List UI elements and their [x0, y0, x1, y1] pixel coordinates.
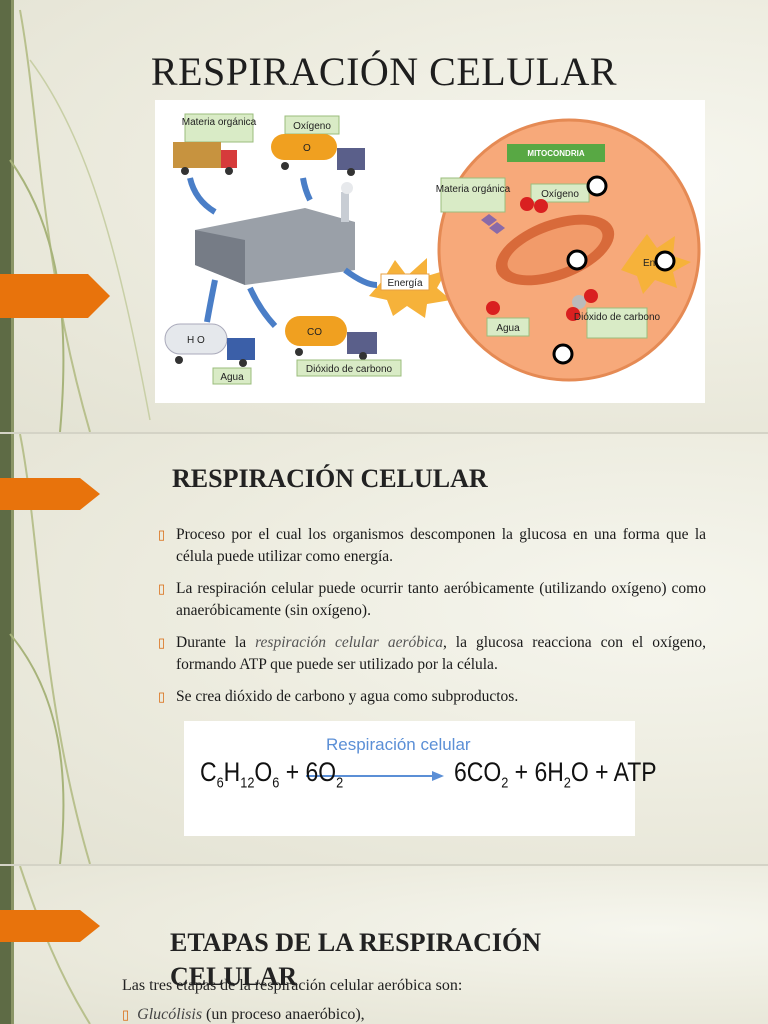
label-energia: Energía [387, 278, 422, 289]
label-oxigeno: Oxígeno [293, 121, 331, 132]
tanker-co2-icon: CO [285, 316, 377, 360]
leaf-decoration [19, 866, 91, 1024]
label-m-energia: Ene [643, 258, 661, 269]
tanker-oxygen-icon: O [271, 134, 365, 176]
side-rail [0, 866, 11, 1024]
svg-text:H O: H O [187, 335, 205, 346]
slide-title: RESPIRACIÓN CELULAR [150, 49, 618, 94]
svg-text:CO: CO [307, 327, 322, 338]
equation-label: Respiración celular [326, 735, 471, 754]
bullet-marker-icon: ▯ [122, 1007, 130, 1022]
tanker-water-icon: H O [164, 323, 255, 367]
label-m-dioxido: Dióxido de carbono [574, 312, 661, 323]
label-mitocondria: MITOCONDRIA [527, 149, 584, 158]
svg-text:O: O [303, 143, 311, 154]
side-rail-accent [11, 0, 14, 432]
equation-products: 6CO2 + 6H2O + ATP [454, 757, 657, 792]
orange-tab [0, 478, 100, 510]
label-m-materia: Materia orgánica [436, 184, 511, 195]
equation-box: Respiración celular C6H12O6 + 6O2 6CO2 +… [184, 721, 657, 836]
respiration-illustration: Materia orgánica Oxígeno O [155, 100, 705, 403]
slide-separator [0, 432, 768, 434]
slide-separator [0, 864, 768, 866]
label-materia-organica: Materia orgánica [182, 117, 257, 128]
side-rail [0, 0, 11, 432]
leaf-decoration [9, 434, 91, 864]
bullet-marker-icon: ▯ [158, 635, 166, 650]
slide-2: RESPIRACIÓN CELULAR ▯Proceso por el cual… [0, 434, 768, 864]
mitochondria-panel: MITOCONDRIA Materia orgánica Oxígeno Ene… [436, 118, 701, 382]
bullet-item: ▯Durante la respiración celular aeróbica… [158, 634, 707, 673]
bullet-marker-icon: ▯ [158, 527, 166, 542]
bullet-marker-icon: ▯ [158, 581, 166, 596]
bullet-item: ▯Proceso por el cual los organismos desc… [158, 526, 706, 565]
side-rail [0, 434, 11, 864]
bullet-list: ▯Proceso por el cual los organismos desc… [158, 524, 706, 718]
slide-3: ETAPAS DE LA RESPIRACIÓN CELULAR Las tre… [0, 866, 768, 1024]
energy-burst-icon: Energía [369, 258, 451, 318]
bullet-item: ▯Se crea dióxido de carbono y agua como … [158, 686, 706, 708]
label-m-agua: Agua [496, 323, 520, 334]
factory-icon [195, 182, 355, 285]
bullet-marker-icon: ▯ [158, 689, 166, 704]
label-dioxido-carbono: Dióxido de carbono [306, 364, 393, 375]
orange-tab [0, 910, 100, 942]
orange-tab [0, 274, 110, 318]
section-heading: ETAPAS DE LA RESPIRACIÓN CELULAR [170, 928, 542, 991]
label-agua: Agua [220, 372, 244, 383]
equation-reactants: C6H12O6 + 6O2 [200, 757, 344, 792]
arrow-right-icon [306, 771, 444, 781]
label-m-oxigeno: Oxígeno [541, 189, 579, 200]
intro-text: Las tres etapas de la respiración celula… [122, 977, 463, 994]
side-rail-accent [11, 434, 14, 864]
section-heading: RESPIRACIÓN CELULAR [172, 464, 488, 493]
bullet-item: ▯La respiración celular puede ocurrir ta… [158, 580, 706, 619]
bullet-item: ▯Glucólisis (un proceso anaeróbico), [122, 1006, 365, 1023]
truck-icon [173, 142, 237, 175]
slide-1: RESPIRACIÓN CELULAR Materia orgánica Oxí… [0, 0, 768, 432]
side-rail-accent [11, 866, 14, 1024]
